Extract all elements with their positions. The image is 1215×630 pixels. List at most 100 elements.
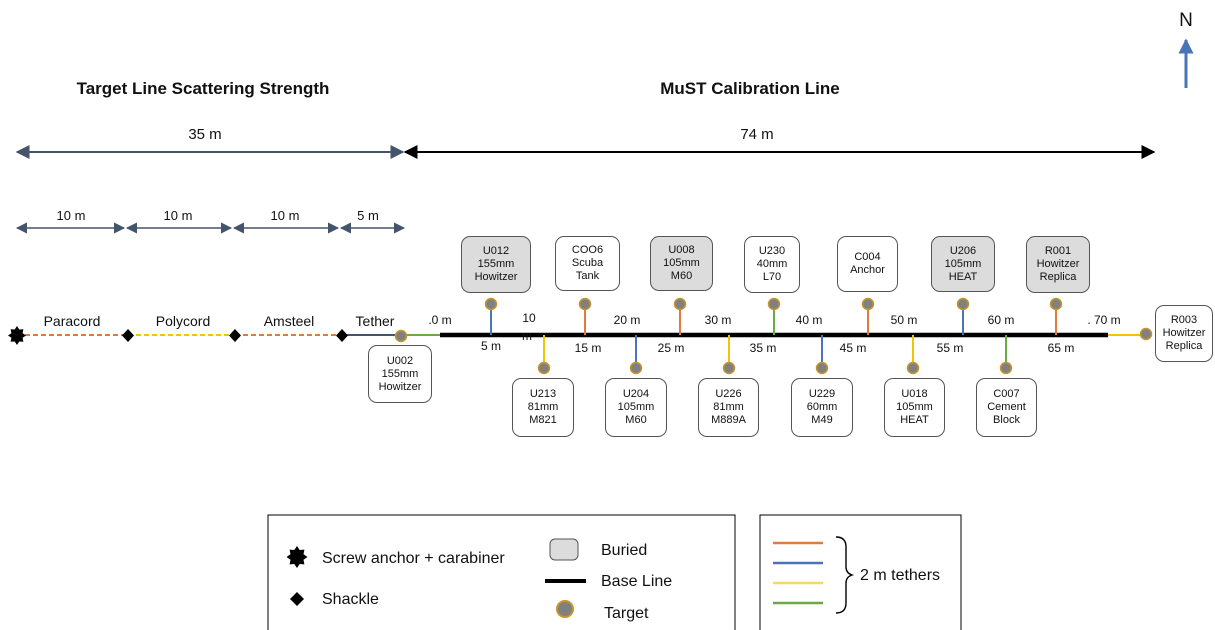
distance-label-65m: 65 m bbox=[1048, 341, 1075, 355]
top-target-group bbox=[484, 297, 1063, 335]
target-box-line: U229 bbox=[808, 388, 836, 400]
distance-label-35m: 35 m bbox=[750, 341, 777, 355]
target-marker bbox=[767, 297, 781, 311]
target-box-line: U213 bbox=[529, 388, 557, 400]
legend-target-label: Target bbox=[604, 605, 649, 622]
target-box-line: 105mm bbox=[896, 401, 933, 413]
target-marker bbox=[673, 297, 687, 311]
target-box-line: 105mm bbox=[944, 257, 982, 270]
target-marker bbox=[815, 361, 829, 375]
target-box-line: U230 bbox=[758, 245, 786, 257]
target-box-line: M49 bbox=[811, 414, 833, 426]
legend-box bbox=[267, 514, 736, 630]
legend-base-line-label: Base Line bbox=[601, 573, 672, 590]
target-box-line: 105mm bbox=[663, 257, 700, 269]
target-box-line: COO6 bbox=[571, 244, 604, 256]
distance-label-60m: 60 m bbox=[988, 313, 1015, 327]
target-icon bbox=[556, 600, 574, 618]
target-box-r001: R001 Howitzer Replica bbox=[1026, 236, 1090, 293]
section-title-target-line: Target Line Scattering Strength bbox=[77, 79, 330, 98]
segment-label-tether: Tether bbox=[356, 313, 395, 329]
target-box-line: 105mm bbox=[617, 401, 655, 413]
target-box-line: C007 bbox=[993, 388, 1020, 400]
target-box-u213: U213 81mm M821 bbox=[512, 378, 574, 437]
shackle-icon bbox=[290, 592, 304, 606]
target-box-line: 40mm bbox=[756, 258, 788, 270]
legend-buried-label: Buried bbox=[601, 542, 647, 559]
buried-swatch bbox=[549, 538, 579, 561]
distance-label-20m: 20 m bbox=[614, 313, 641, 327]
target-box-line: Scuba bbox=[571, 257, 604, 269]
target-marker bbox=[861, 297, 875, 311]
target-marker bbox=[999, 361, 1013, 375]
target-box-line: 81mm bbox=[713, 401, 744, 413]
shackle-icon bbox=[336, 329, 348, 342]
legend-shackle-label: Shackle bbox=[322, 591, 379, 608]
target-box-line: Cement bbox=[987, 401, 1026, 413]
target-box-line: U206 bbox=[949, 244, 977, 257]
target-box-u002: U002 155mm Howitzer bbox=[368, 345, 432, 403]
segment-label-paracord: Paracord bbox=[44, 313, 101, 329]
target-box-coo6: COO6 Scuba Tank bbox=[555, 236, 620, 291]
legend-tethers-label: 2 m tethers bbox=[860, 567, 940, 584]
brace-icon bbox=[835, 536, 855, 614]
target-marker bbox=[722, 361, 736, 375]
target-box-line: Anchor bbox=[850, 264, 885, 276]
target-box-line: C004 bbox=[854, 251, 881, 263]
target-box-line: U012 bbox=[482, 245, 510, 257]
target-box-line: R003 bbox=[1170, 314, 1198, 326]
target-marker bbox=[484, 297, 498, 311]
target-marker bbox=[1139, 327, 1153, 341]
target-box-c004: C004 Anchor bbox=[837, 236, 898, 292]
target-box-line: U226 bbox=[715, 388, 742, 400]
section-length-35m: 35 m bbox=[188, 126, 221, 143]
segment-length-3: 10 m bbox=[271, 208, 300, 223]
distance-label-0m: .0 m bbox=[428, 313, 451, 327]
segment-length-1: 10 m bbox=[57, 208, 86, 223]
target-marker bbox=[537, 361, 551, 375]
target-box-line: HEAT bbox=[900, 414, 929, 426]
target-box-u008: U008 105mm M60 bbox=[650, 236, 713, 291]
section-title-calibration-line: MuST Calibration Line bbox=[660, 79, 839, 98]
tether-legend-box bbox=[759, 514, 962, 630]
target-box-u204: U204 105mm M60 bbox=[605, 378, 667, 437]
distance-label-15m: 15 m bbox=[575, 341, 602, 355]
segment-label-amsteel: Amsteel bbox=[264, 313, 315, 329]
screw-anchor-icon bbox=[286, 546, 308, 568]
distance-label-stray-m: m bbox=[522, 329, 532, 343]
target-box-line: 155mm bbox=[381, 367, 419, 380]
distance-label-70m: . 70 m bbox=[1087, 313, 1120, 327]
distance-label-30m: 30 m bbox=[705, 313, 732, 327]
distance-label-50m: 50 m bbox=[891, 313, 918, 327]
target-box-line: HEAT bbox=[948, 270, 978, 283]
target-box-c007: C007 Cement Block bbox=[976, 378, 1037, 437]
distance-label-45m: 45 m bbox=[840, 341, 867, 355]
target-box-u206: U206 105mm HEAT bbox=[931, 236, 995, 292]
target-box-u226: U226 81mm M889A bbox=[698, 378, 759, 437]
target-box-line: M889A bbox=[711, 414, 746, 426]
target-box-line: M60 bbox=[670, 270, 693, 282]
target-box-line: M821 bbox=[529, 414, 557, 426]
target-box-line: Howitzer bbox=[378, 380, 422, 393]
target-box-line: Howitzer bbox=[1036, 258, 1080, 270]
target-box-u018: U018 105mm HEAT bbox=[884, 378, 945, 437]
distance-label-25m: 25 m bbox=[658, 341, 685, 355]
target-box-line: 60mm bbox=[806, 401, 838, 413]
target-box-line: U002 bbox=[386, 354, 414, 367]
target-box-line: Howitzer bbox=[474, 271, 518, 283]
target-box-u230: U230 40mm L70 bbox=[744, 236, 800, 293]
target-box-line: Howitzer bbox=[1162, 327, 1206, 339]
target-box-u012: U012 155mm Howitzer bbox=[461, 236, 531, 293]
distance-label-10: 10 bbox=[522, 311, 536, 325]
target-box-u229: U229 60mm M49 bbox=[791, 378, 853, 437]
distance-label-40m: 40 m bbox=[796, 313, 823, 327]
target-box-line: Replica bbox=[1039, 271, 1077, 283]
segment-length-4: 5 m bbox=[357, 208, 379, 223]
target-marker bbox=[578, 297, 592, 311]
segment-length-2: 10 m bbox=[164, 208, 193, 223]
target-box-line: Replica bbox=[1165, 340, 1203, 352]
target-box-line: 81mm bbox=[527, 401, 559, 413]
north-label: N bbox=[1179, 10, 1193, 31]
distance-label-5m: 5 m bbox=[481, 339, 501, 353]
target-box-line: Block bbox=[993, 414, 1020, 426]
